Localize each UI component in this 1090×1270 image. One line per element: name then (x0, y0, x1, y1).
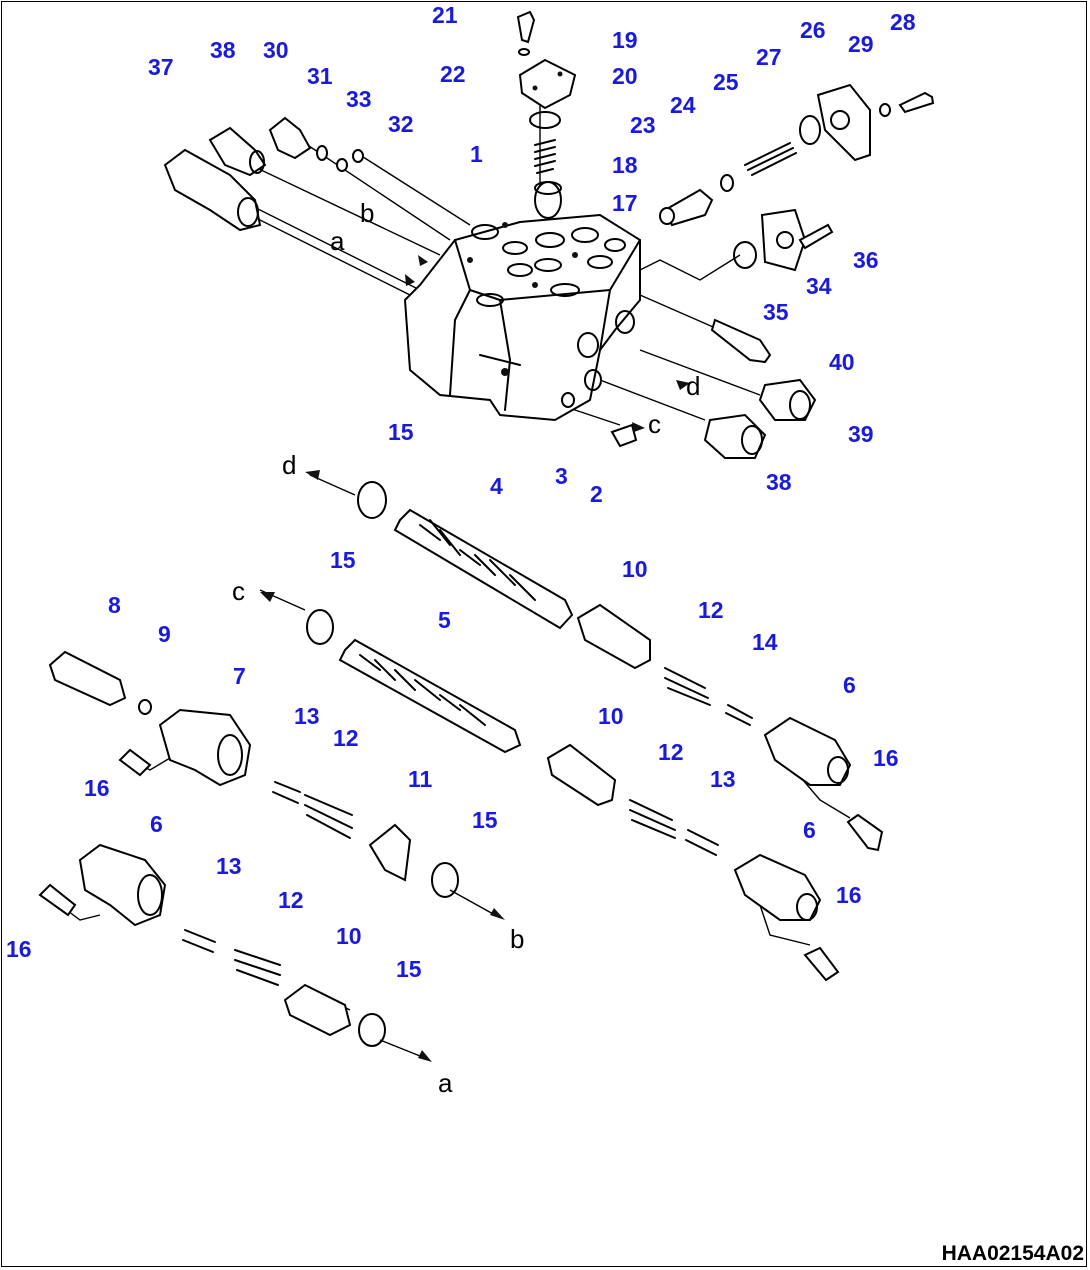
callout-16-right-lower: 16 (836, 882, 862, 908)
callout-15-b: 15 (330, 547, 356, 573)
callout-6-left: 6 (150, 811, 163, 837)
valve-body (403, 213, 641, 422)
spool-group (283, 508, 651, 1037)
callout-22: 22 (440, 61, 466, 87)
callout-15-c: 15 (472, 807, 498, 833)
callout-30: 30 (263, 37, 289, 63)
left-top-group (163, 116, 364, 232)
callout-17: 17 (612, 190, 638, 216)
callout-36: 36 (853, 247, 879, 273)
callout-31: 31 (307, 63, 333, 89)
callout-37: 37 (148, 54, 174, 80)
flow-arrows (260, 255, 690, 1062)
port-letter-b-top: b (360, 198, 374, 228)
callouts: 21 19 22 20 26 28 29 27 25 24 23 18 17 1… (6, 2, 916, 982)
callout-34: 34 (806, 273, 832, 299)
port-letter-c-top: c (648, 409, 661, 439)
callout-32: 32 (388, 111, 414, 137)
callout-38-left: 38 (210, 37, 236, 63)
callout-12-c: 12 (658, 739, 684, 765)
callout-24: 24 (670, 92, 696, 118)
callout-21: 21 (432, 2, 458, 28)
callout-16-right-upper: 16 (873, 745, 899, 771)
callout-40: 40 (829, 349, 855, 375)
callout-26: 26 (800, 17, 826, 43)
callout-8: 8 (108, 592, 121, 618)
right-top-group (659, 83, 935, 227)
callout-16-left-upper: 16 (84, 775, 110, 801)
callout-18: 18 (612, 152, 638, 178)
callout-14: 14 (752, 629, 778, 655)
callout-25: 25 (713, 69, 739, 95)
callout-9: 9 (158, 621, 171, 647)
callout-16-left-lower: 16 (6, 936, 32, 962)
callout-5: 5 (438, 607, 451, 633)
callout-10-b: 10 (598, 703, 624, 729)
port-letter-b-bottom: b (510, 924, 524, 954)
callout-29: 29 (848, 31, 874, 57)
callout-3: 3 (555, 463, 568, 489)
port-letter-a-top: a (330, 226, 345, 256)
leader-lines (59, 90, 851, 1059)
callout-20: 20 (612, 63, 638, 89)
callout-13-c: 13 (216, 853, 242, 879)
callout-12-a: 12 (698, 597, 724, 623)
callout-4: 4 (490, 473, 503, 499)
springs-and-seals (138, 481, 753, 1047)
port-letters: b a d c d c b a (232, 198, 700, 1098)
callout-13-a: 13 (294, 703, 320, 729)
port-letter-d-spool: d (282, 450, 296, 480)
callout-28: 28 (890, 9, 916, 35)
callout-38-right: 38 (766, 469, 792, 495)
right-cover-group (733, 208, 834, 272)
callout-11: 11 (408, 766, 433, 792)
callout-12-b: 12 (333, 725, 359, 751)
callout-27: 27 (756, 44, 782, 70)
callout-13-b: 13 (710, 766, 736, 792)
top-cover-group (516, 10, 577, 219)
port-letter-a-bottom: a (438, 1068, 453, 1098)
port-letter-c-spool: c (232, 576, 245, 606)
callout-10-a: 10 (622, 556, 648, 582)
callout-15-a: 15 (388, 419, 414, 445)
callout-10-c: 10 (336, 923, 362, 949)
callout-35: 35 (763, 299, 789, 325)
callout-33: 33 (346, 86, 372, 112)
callout-12-d: 12 (278, 887, 304, 913)
callout-15-d: 15 (396, 956, 422, 982)
callout-23: 23 (630, 112, 656, 138)
callout-19: 19 (612, 27, 638, 53)
callout-7: 7 (233, 663, 246, 689)
callout-39: 39 (848, 421, 874, 447)
callout-2: 2 (590, 481, 603, 507)
covers-and-plugs (38, 650, 884, 982)
callout-6-right-bottom: 6 (803, 817, 816, 843)
port-letter-d-top: d (686, 371, 700, 401)
callout-1: 1 (470, 141, 483, 167)
right-solenoid-group (610, 318, 817, 459)
drawing-id: HAA02154A02 (941, 1242, 1084, 1265)
callout-6-right-top: 6 (843, 672, 856, 698)
